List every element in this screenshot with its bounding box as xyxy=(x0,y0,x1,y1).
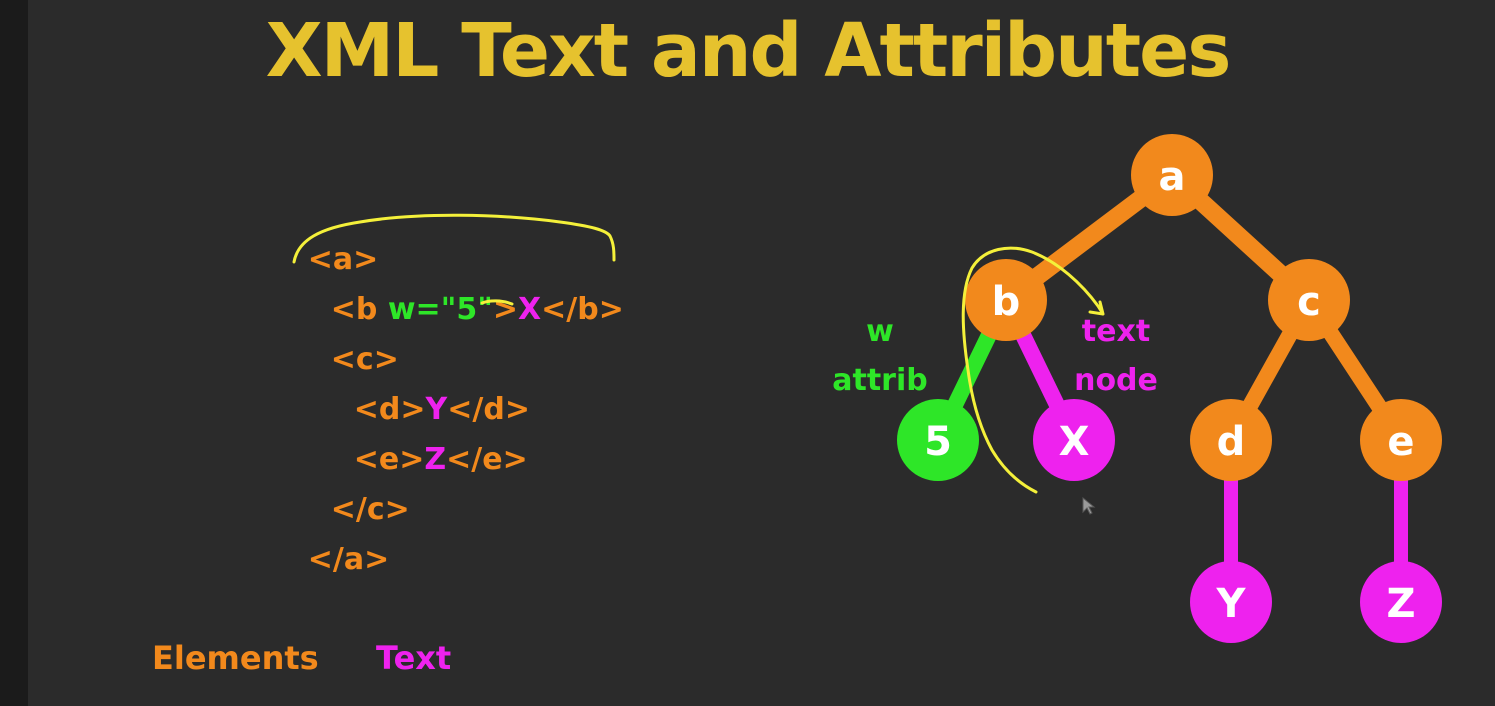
tree-node-z: Z xyxy=(1360,561,1442,643)
node-label-c: c xyxy=(1297,279,1321,325)
tree-node-a: a xyxy=(1131,134,1213,216)
tree-node-c: c xyxy=(1268,259,1350,341)
code-token-element: <b xyxy=(330,292,388,327)
hand-annotations xyxy=(292,213,1105,494)
tree-edges xyxy=(930,166,1409,609)
code-line-d: <d>Y</d> xyxy=(312,356,530,464)
code-token-attribute: w="5" xyxy=(387,292,493,327)
code-token-element: </c> xyxy=(330,492,410,527)
code-line-c-close: </c> xyxy=(289,456,410,564)
text-note-line2: node xyxy=(1074,363,1158,398)
tree-node-five: 5 xyxy=(897,399,979,481)
code-token-element: </b> xyxy=(541,292,624,327)
legend-elements: Elements xyxy=(152,639,319,677)
annotation-bracket xyxy=(292,213,616,264)
code-line-e: <e>Z</e> xyxy=(312,406,528,514)
node-label-e: e xyxy=(1387,419,1414,465)
code-token-element: </e> xyxy=(446,442,528,477)
code-token-element: > xyxy=(492,292,518,327)
node-label-z: Z xyxy=(1386,581,1415,627)
code-token-element: </d> xyxy=(447,392,530,427)
text-note-line1: text xyxy=(1082,314,1150,349)
code-line-a-close: </a> xyxy=(266,506,389,614)
attrib-note-line1: w xyxy=(866,314,894,349)
code-line-b: <b w="5">X</b> xyxy=(289,256,624,364)
code-token-element: <c> xyxy=(330,342,399,377)
code-line-a-open: <a> xyxy=(266,206,379,314)
tree-node-e: e xyxy=(1360,399,1442,481)
mouse-cursor-icon xyxy=(1082,496,1096,515)
node-label-d: d xyxy=(1217,419,1246,465)
tree-node-b: b xyxy=(965,259,1047,341)
tree-node-d: d xyxy=(1190,399,1272,481)
annotation-loop xyxy=(961,246,1105,494)
legend-text: Text xyxy=(376,639,452,677)
code-line-c-open: <c> xyxy=(289,306,399,414)
node-label-b: b xyxy=(992,279,1021,325)
slide-title: XML Text and Attributes xyxy=(265,8,1232,94)
tree-node-x: X xyxy=(1033,399,1115,481)
code-token-element: <d> xyxy=(353,392,426,427)
node-label-a: a xyxy=(1159,154,1186,200)
code-token-element: </a> xyxy=(307,542,390,577)
code-token-text: Z xyxy=(424,442,447,477)
node-label-y: Y xyxy=(1216,581,1247,627)
code-token-element: <a> xyxy=(307,242,379,277)
tree-node-y: Y xyxy=(1190,561,1272,643)
code-token-element: <e> xyxy=(353,442,425,477)
code-token-text: Y xyxy=(425,392,448,427)
node-label-five: 5 xyxy=(924,419,952,465)
attrib-note-line2: attrib xyxy=(832,363,927,398)
annotation-underline xyxy=(480,299,514,306)
node-label-x: X xyxy=(1059,419,1090,465)
code-token-text: X xyxy=(517,292,542,327)
